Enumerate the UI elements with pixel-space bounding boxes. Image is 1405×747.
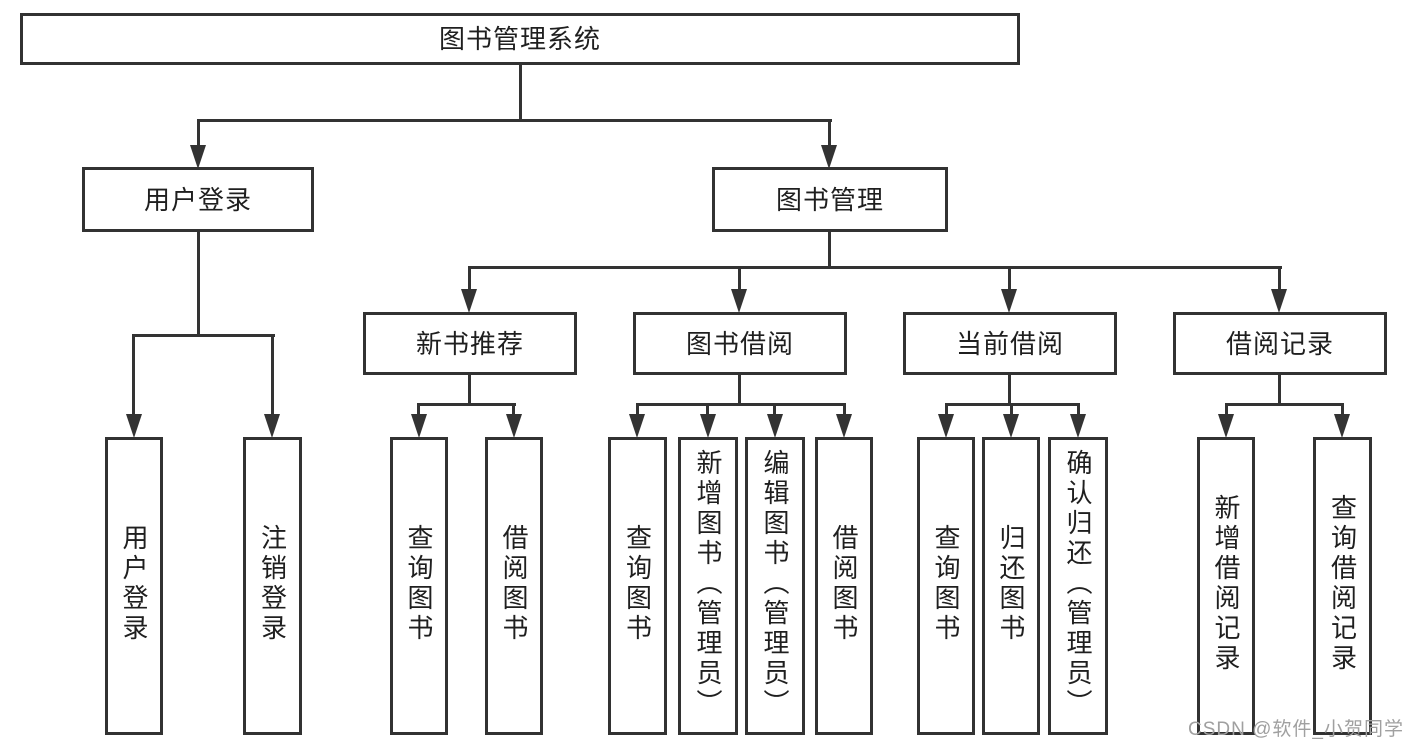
connector-line-v <box>1008 375 1011 406</box>
leaf-query-books-current-label: 查询图书 <box>931 524 961 644</box>
leaf-logout-label: 注销登录 <box>257 524 288 644</box>
leaf-return-books-label: 归还图书 <box>996 524 1026 644</box>
leaf-logout: 注销登录 <box>243 437 302 735</box>
connector-line-h <box>417 403 516 406</box>
connector-line-v <box>945 403 948 416</box>
node-library-system-label: 图书管理系统 <box>438 24 601 54</box>
leaf-borrow-books-recommend: 借阅图书 <box>485 437 543 735</box>
connector-line-h <box>1225 403 1344 406</box>
leaf-borrow-books-recommend-label: 借阅图书 <box>499 524 529 644</box>
node-borrowing-records-label: 借阅记录 <box>1225 328 1334 359</box>
connector-line-v <box>773 403 776 416</box>
arrowhead-down-icon <box>836 414 852 438</box>
arrowhead-down-icon <box>1001 289 1017 313</box>
connector-line-v <box>468 375 471 406</box>
node-library-system: 图书管理系统 <box>20 13 1020 65</box>
arrowhead-down-icon <box>938 414 954 438</box>
connector-line-h <box>198 119 832 122</box>
connector-line-v <box>519 65 522 122</box>
connector-line-v <box>197 232 200 336</box>
connector-line-v <box>468 266 471 291</box>
node-new-book-recommend-label: 新书推荐 <box>415 328 524 359</box>
connector-line-v <box>828 232 831 269</box>
node-current-borrowing-label: 当前借阅 <box>955 328 1064 359</box>
arrowhead-down-icon <box>1003 414 1019 438</box>
leaf-add-borrow-record-label: 新增借阅记录 <box>1211 494 1241 674</box>
connector-line-v <box>738 266 741 291</box>
connector-line-v <box>512 403 515 416</box>
leaf-edit-books-admin: 编辑图书（管理员） <box>745 437 805 735</box>
leaf-borrow-books-borrowing-label: 借阅图书 <box>829 524 859 644</box>
connector-line-h <box>133 334 275 337</box>
node-new-book-recommend: 新书推荐 <box>363 312 577 375</box>
arrowhead-down-icon <box>1070 414 1086 438</box>
connector-line-v <box>828 119 831 148</box>
arrowhead-down-icon <box>190 145 206 169</box>
leaf-query-borrow-record-label: 查询借阅记录 <box>1327 494 1358 674</box>
arrowhead-down-icon <box>1218 414 1234 438</box>
leaf-query-borrow-record: 查询借阅记录 <box>1313 437 1372 735</box>
connector-line-h <box>468 266 1282 269</box>
connector-line-v <box>1010 403 1013 416</box>
leaf-confirm-return-admin: 确认归还（管理员） <box>1048 437 1108 735</box>
arrowhead-down-icon <box>411 414 427 438</box>
connector-line-v <box>1278 375 1281 406</box>
connector-line-v <box>271 334 274 416</box>
arrowhead-down-icon <box>700 414 716 438</box>
connector-line-v <box>738 375 741 406</box>
connector-line-v <box>1077 403 1080 416</box>
connector-line-v <box>1008 266 1011 291</box>
leaf-edit-books-admin-label: 编辑图书（管理员） <box>760 449 790 719</box>
connector-line-v <box>417 403 420 416</box>
arrowhead-down-icon <box>1334 414 1350 438</box>
connector-line-v <box>1278 266 1281 291</box>
arrowhead-down-icon <box>461 289 477 313</box>
leaf-query-books-current: 查询图书 <box>917 437 975 735</box>
leaf-return-books: 归还图书 <box>982 437 1040 735</box>
arrowhead-down-icon <box>629 414 645 438</box>
leaf-query-books-borrowing-label: 查询图书 <box>622 524 653 644</box>
arrowhead-down-icon <box>506 414 522 438</box>
connector-line-v <box>706 403 709 416</box>
leaf-add-books-admin-label: 新增图书（管理员） <box>693 449 723 719</box>
connector-line-v <box>636 403 639 416</box>
node-current-borrowing: 当前借阅 <box>903 312 1117 375</box>
connector-line-h <box>636 403 846 406</box>
leaf-user-login-label: 用户登录 <box>119 524 149 644</box>
arrowhead-down-icon <box>731 289 747 313</box>
connector-line-v <box>1225 403 1228 416</box>
node-book-management: 图书管理 <box>712 167 948 232</box>
leaf-query-books-borrowing: 查询图书 <box>608 437 667 735</box>
connector-line-v <box>132 334 135 416</box>
leaf-add-books-admin: 新增图书（管理员） <box>678 437 738 735</box>
leaf-query-books-recommend: 查询图书 <box>390 437 448 735</box>
leaf-user-login: 用户登录 <box>105 437 163 735</box>
node-book-borrowing: 图书借阅 <box>633 312 847 375</box>
arrowhead-down-icon <box>1271 289 1287 313</box>
arrowhead-down-icon <box>126 414 142 438</box>
connector-line-v <box>197 119 200 148</box>
node-user-login-label: 用户登录 <box>143 184 252 215</box>
connector-line-v <box>1341 403 1344 416</box>
arrowhead-down-icon <box>767 414 783 438</box>
leaf-query-books-recommend-label: 查询图书 <box>404 524 434 644</box>
node-book-borrowing-label: 图书借阅 <box>685 328 794 359</box>
arrowhead-down-icon <box>821 145 837 169</box>
leaf-confirm-return-admin-label: 确认归还（管理员） <box>1063 449 1093 719</box>
node-book-management-label: 图书管理 <box>775 184 884 215</box>
node-borrowing-records: 借阅记录 <box>1173 312 1387 375</box>
arrowhead-down-icon <box>264 414 280 438</box>
connector-line-v <box>843 403 846 416</box>
watermark: CSDN @软件_小贺同学 <box>1188 719 1404 740</box>
leaf-borrow-books-borrowing: 借阅图书 <box>815 437 873 735</box>
leaf-add-borrow-record: 新增借阅记录 <box>1197 437 1255 735</box>
node-user-login: 用户登录 <box>82 167 314 232</box>
